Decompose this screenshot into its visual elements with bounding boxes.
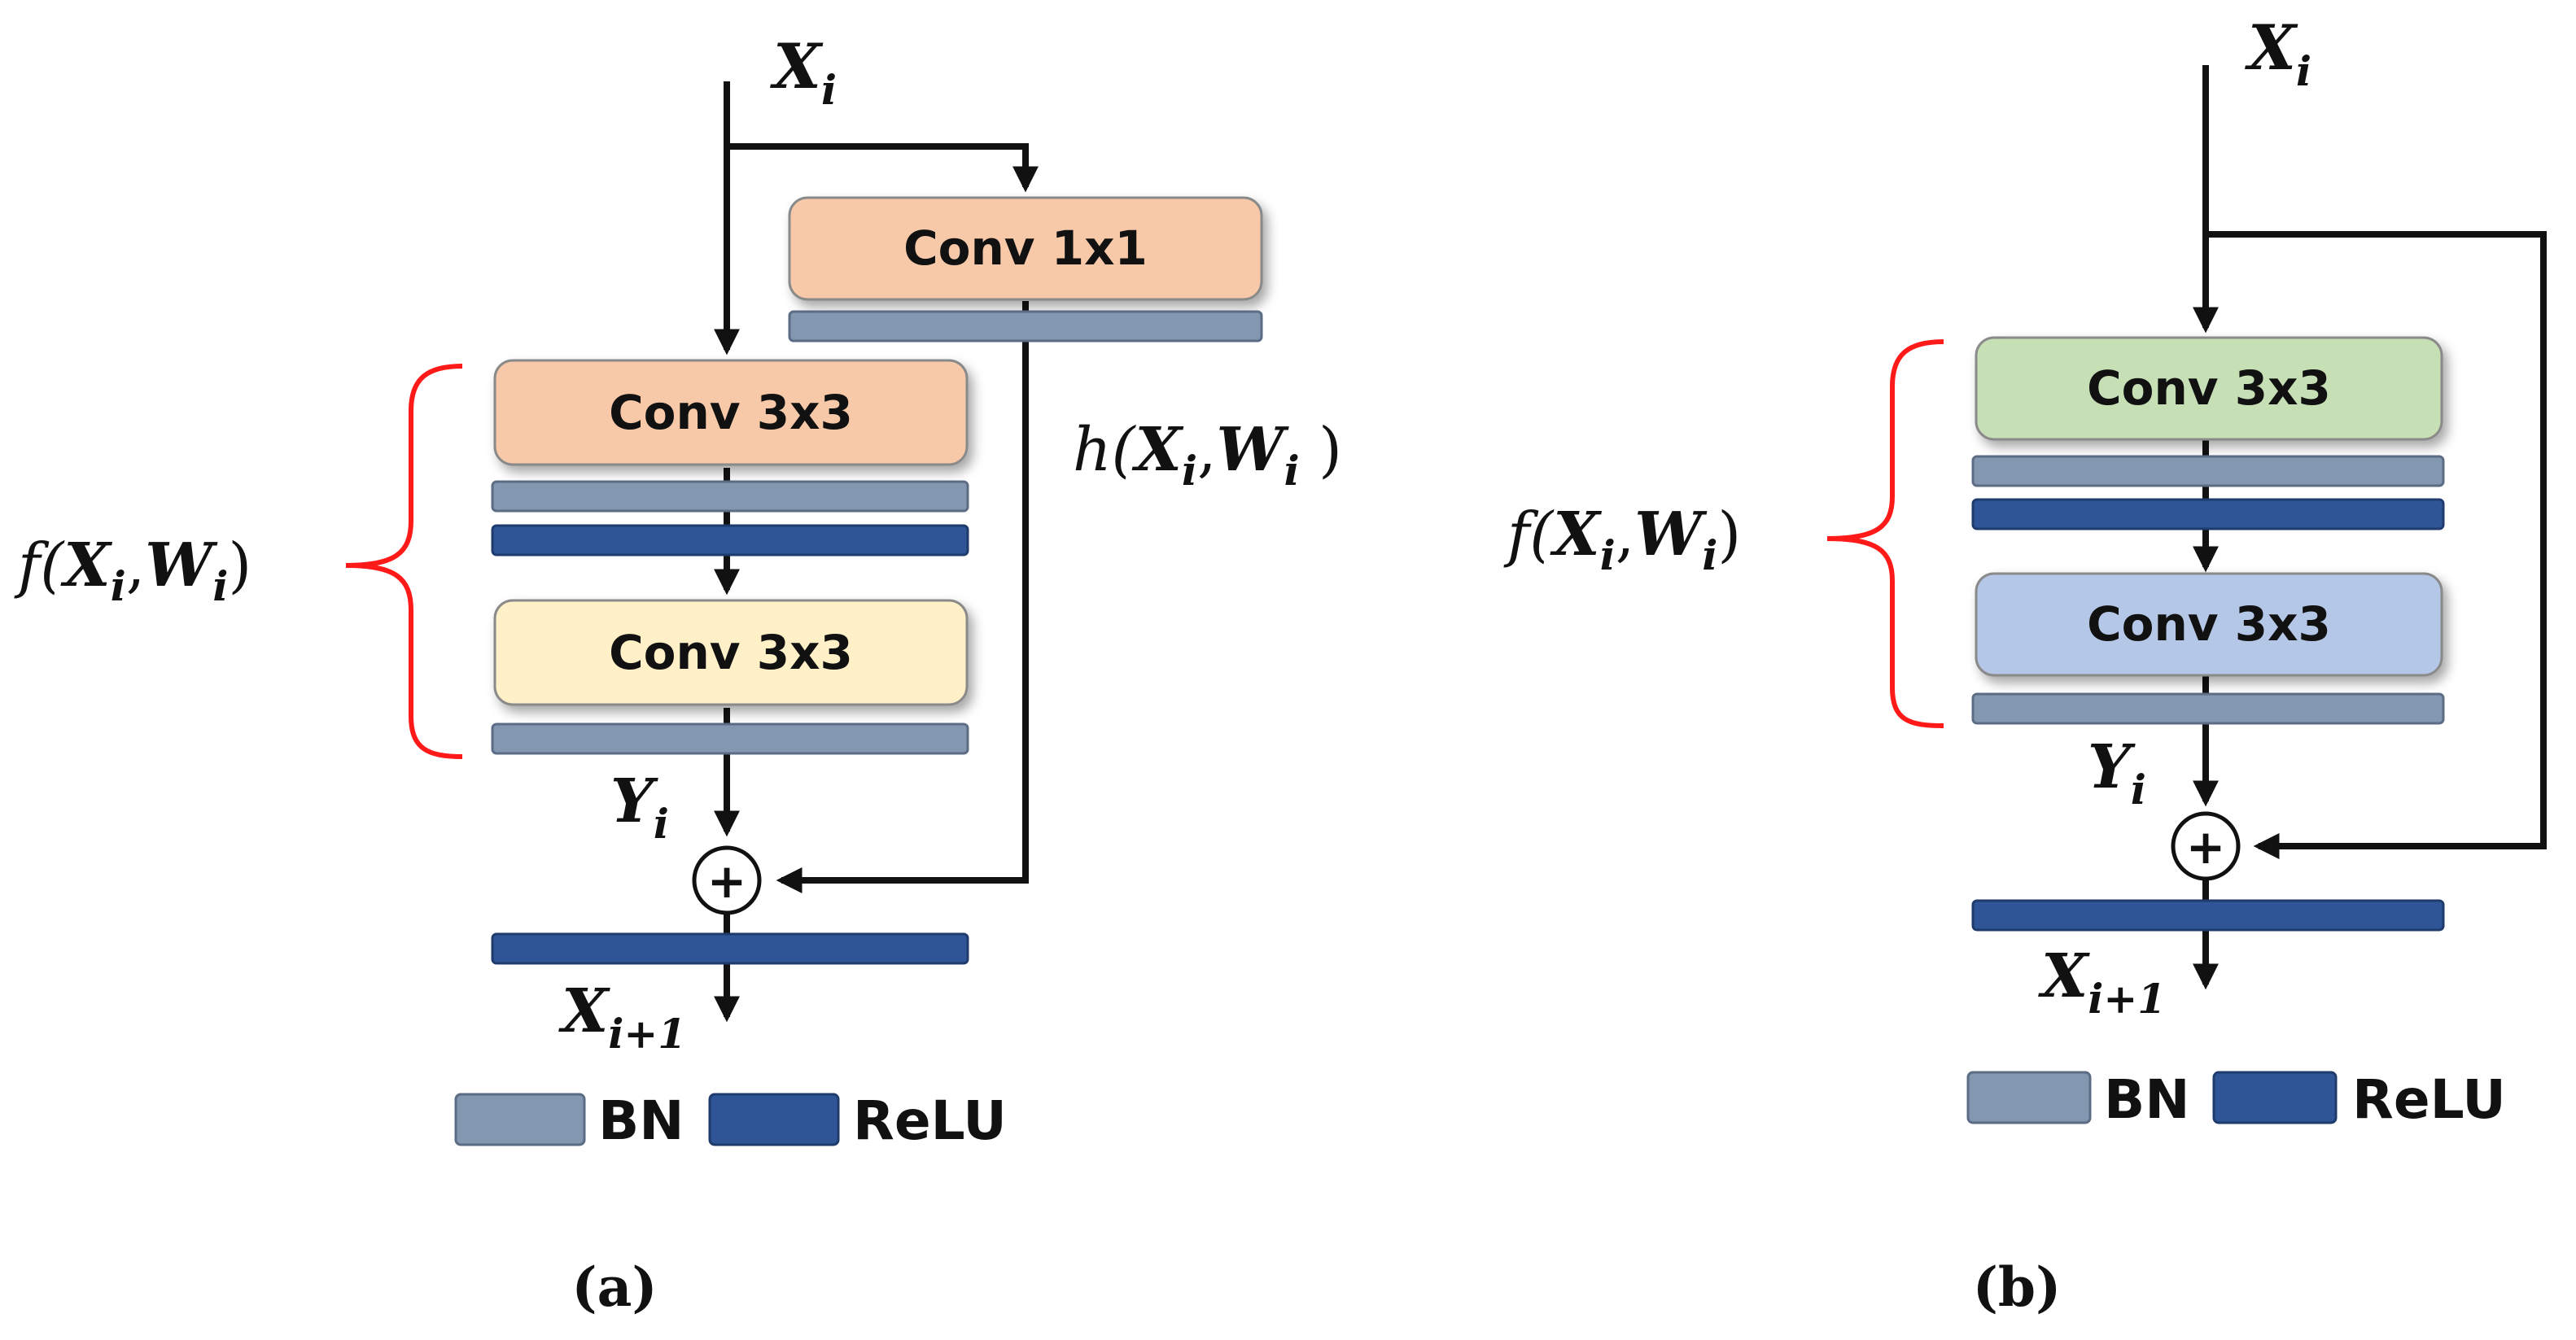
- panel-a-y-sub: i: [654, 800, 669, 848]
- panel-a-f-fn: f(: [14, 530, 65, 600]
- panel-b-output-sub: i+1: [2088, 975, 2166, 1023]
- panel-a-relu-bar-1: [491, 524, 969, 557]
- panel-a-f-label: f(Xi,Wi): [14, 530, 251, 610]
- panel-a-f-close: ): [228, 530, 251, 600]
- panel-a-output-sub: i+1: [608, 1010, 686, 1058]
- panel-b-conv3x3-top-label: Conv 3x3: [2087, 360, 2331, 416]
- panel-a-h-fn: h(: [1073, 415, 1137, 485]
- panel-b-f-x: X: [1550, 500, 1602, 570]
- panel-a-h-xsub: i: [1182, 447, 1197, 495]
- panel-a-output-base: X: [558, 976, 610, 1046]
- panel-b-skip-connection: [2206, 231, 2547, 859]
- panel-b: Xi Conv 3x3 Conv 3x3 f(Xi,Wi) Yi: [1503, 11, 2547, 1319]
- panel-b-legend-bn-swatch: [1966, 1071, 2092, 1124]
- panel-a-bn-bar-2: [491, 722, 969, 755]
- panel-a-input-sub: i: [821, 66, 837, 114]
- panel-a-input-base: X: [770, 30, 824, 103]
- panel-b-relu-bar-1: [1971, 498, 2445, 530]
- panel-a-shortcut-to-conv1x1: [727, 143, 1039, 193]
- panel-b-f-fn: f(: [1503, 500, 1555, 570]
- panel-a-caption: (a): [571, 1255, 657, 1319]
- panel-a-y-label: Yi: [610, 766, 669, 848]
- panel-b-output-base: X: [2038, 941, 2090, 1011]
- panel-b-input-label: Xi: [2245, 11, 2311, 95]
- panel-b-f-w: W: [1634, 500, 1708, 570]
- panel-b-bn-bar-2: [1971, 692, 2445, 725]
- panel-b-f-close: ): [1717, 500, 1741, 570]
- panel-a-f-wsub: i: [212, 562, 228, 610]
- panel-b-input-base: X: [2245, 11, 2298, 84]
- panel-b-brace: [1826, 339, 1944, 728]
- panel-b-plus-sign: +: [2186, 819, 2226, 875]
- panel-b-conv3x3-bottom-label: Conv 3x3: [2087, 596, 2331, 652]
- panel-a-conv3x3-bottom-block: Conv 3x3: [493, 599, 969, 706]
- panel-b-f-label: f(Xi,Wi): [1503, 500, 1741, 579]
- panel-b-f-xsub: i: [1600, 531, 1616, 579]
- panel-a-h-wsub: i: [1284, 447, 1300, 495]
- panel-a-y-base: Y: [610, 766, 658, 836]
- panel-b-relu-bar-out: [1971, 899, 2445, 932]
- panel-b-legend-relu-swatch: [2212, 1071, 2338, 1124]
- panel-b-legend-relu-label: ReLU: [2352, 1068, 2506, 1131]
- panel-b-y-sub: i: [2131, 766, 2146, 814]
- panel-b-f-comma: ,: [1616, 500, 1635, 570]
- panel-a-h-x: X: [1132, 415, 1184, 485]
- panel-b-add-node: +: [2171, 811, 2241, 881]
- panel-b-conv3x3-bottom-block: Conv 3x3: [1975, 572, 2443, 677]
- panel-b-conv3x3-top-block: Conv 3x3: [1975, 336, 2443, 441]
- panel-a-conv3x3-top-block: Conv 3x3: [493, 359, 969, 466]
- panel-a-plus-sign: +: [707, 853, 747, 909]
- panel-a-f-comma: ,: [126, 530, 146, 600]
- panel-a-conv3x3-top-label: Conv 3x3: [609, 385, 853, 440]
- panel-a-bn-bar-1: [491, 480, 969, 513]
- panel-a-conv1x1-block: Conv 1x1: [788, 196, 1263, 301]
- panel-a-f-x: X: [60, 530, 112, 600]
- panel-b-output-label: Xi+1: [2038, 941, 2166, 1023]
- panel-a-add-node: +: [692, 845, 762, 915]
- panel-a-brace: [345, 364, 463, 759]
- panel-a: Xi Conv 1x1 Conv 3x3 Conv 3x3: [14, 30, 1342, 1319]
- panel-a-legend-bn-label: BN: [598, 1089, 684, 1152]
- panel-a-h-comma: ,: [1197, 415, 1217, 485]
- panel-b-f-wsub: i: [1702, 531, 1717, 579]
- panel-a-h-w: W: [1216, 415, 1289, 485]
- panel-b-y-base: Y: [2088, 732, 2136, 802]
- panel-a-h-close: ): [1300, 415, 1342, 485]
- panel-a-shortcut-down: [776, 301, 1029, 893]
- panel-a-f-w: W: [145, 530, 218, 600]
- panel-a-shortcut-bn-bar: [788, 310, 1263, 343]
- panel-a-legend-relu-swatch: [708, 1093, 840, 1146]
- panel-b-legend: BN ReLU: [1966, 1068, 2506, 1131]
- panel-a-f-xsub: i: [111, 562, 126, 610]
- panel-b-legend-bn-label: BN: [2104, 1068, 2190, 1131]
- panel-a-conv3x3-bottom-label: Conv 3x3: [609, 625, 853, 680]
- panel-a-h-label: h(Xi,Wi ): [1073, 415, 1342, 495]
- panel-a-conv1x1-label: Conv 1x1: [903, 220, 1148, 276]
- panel-a-legend-relu-label: ReLU: [853, 1089, 1007, 1152]
- panel-a-input-label: Xi: [770, 30, 837, 114]
- panel-a-relu-bar-out: [491, 932, 969, 965]
- panel-b-y-label: Yi: [2088, 732, 2146, 814]
- panel-a-output-label: Xi+1: [558, 976, 686, 1058]
- panel-b-caption: (b): [1973, 1255, 2062, 1319]
- panel-b-input-sub: i: [2296, 47, 2311, 95]
- panel-b-bn-bar-1: [1971, 455, 2445, 487]
- panel-a-legend-bn-swatch: [454, 1093, 586, 1146]
- panel-a-legend: BN ReLU: [454, 1089, 1007, 1152]
